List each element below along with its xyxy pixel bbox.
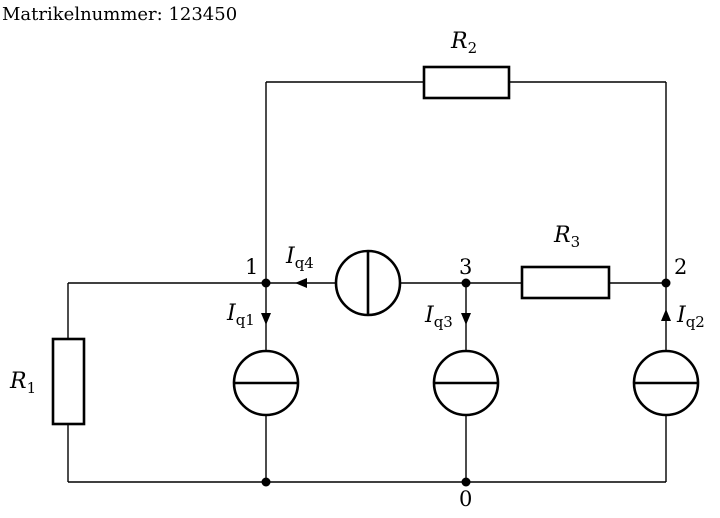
label-r2: R2	[450, 29, 477, 57]
node-label-2: 2	[674, 255, 687, 279]
label-iq2: Iq2	[676, 303, 705, 331]
current-source-iq3	[432, 349, 500, 417]
arrow-left-iq4	[295, 278, 307, 288]
label-r1: R1	[9, 369, 36, 397]
resistor-r2	[422, 65, 511, 100]
node-dot-3	[461, 278, 471, 288]
resistor-r3	[520, 265, 611, 300]
label-r3: R3	[553, 223, 580, 251]
node-label-1: 1	[245, 255, 258, 279]
node-label-0: 0	[459, 487, 472, 511]
resistor-r1	[51, 337, 86, 426]
arrow-down-iq3	[461, 313, 471, 325]
arrow-down-iq1	[261, 313, 271, 325]
node-dot-ground-left	[261, 477, 271, 487]
node-dot-0	[461, 477, 471, 487]
node-dot-1	[261, 278, 271, 288]
current-source-iq4	[334, 249, 402, 317]
arrow-up-iq2	[661, 309, 671, 321]
label-iq4: Iq4	[285, 244, 314, 272]
node-label-3: 3	[459, 255, 472, 279]
node-dot-2	[661, 278, 671, 288]
matrikelnummer-label: Matrikelnummer: 123450	[2, 4, 237, 25]
current-source-iq1	[232, 349, 300, 417]
label-iq1: Iq1	[226, 301, 255, 329]
current-source-iq2	[632, 349, 700, 417]
label-iq3: Iq3	[424, 303, 453, 331]
